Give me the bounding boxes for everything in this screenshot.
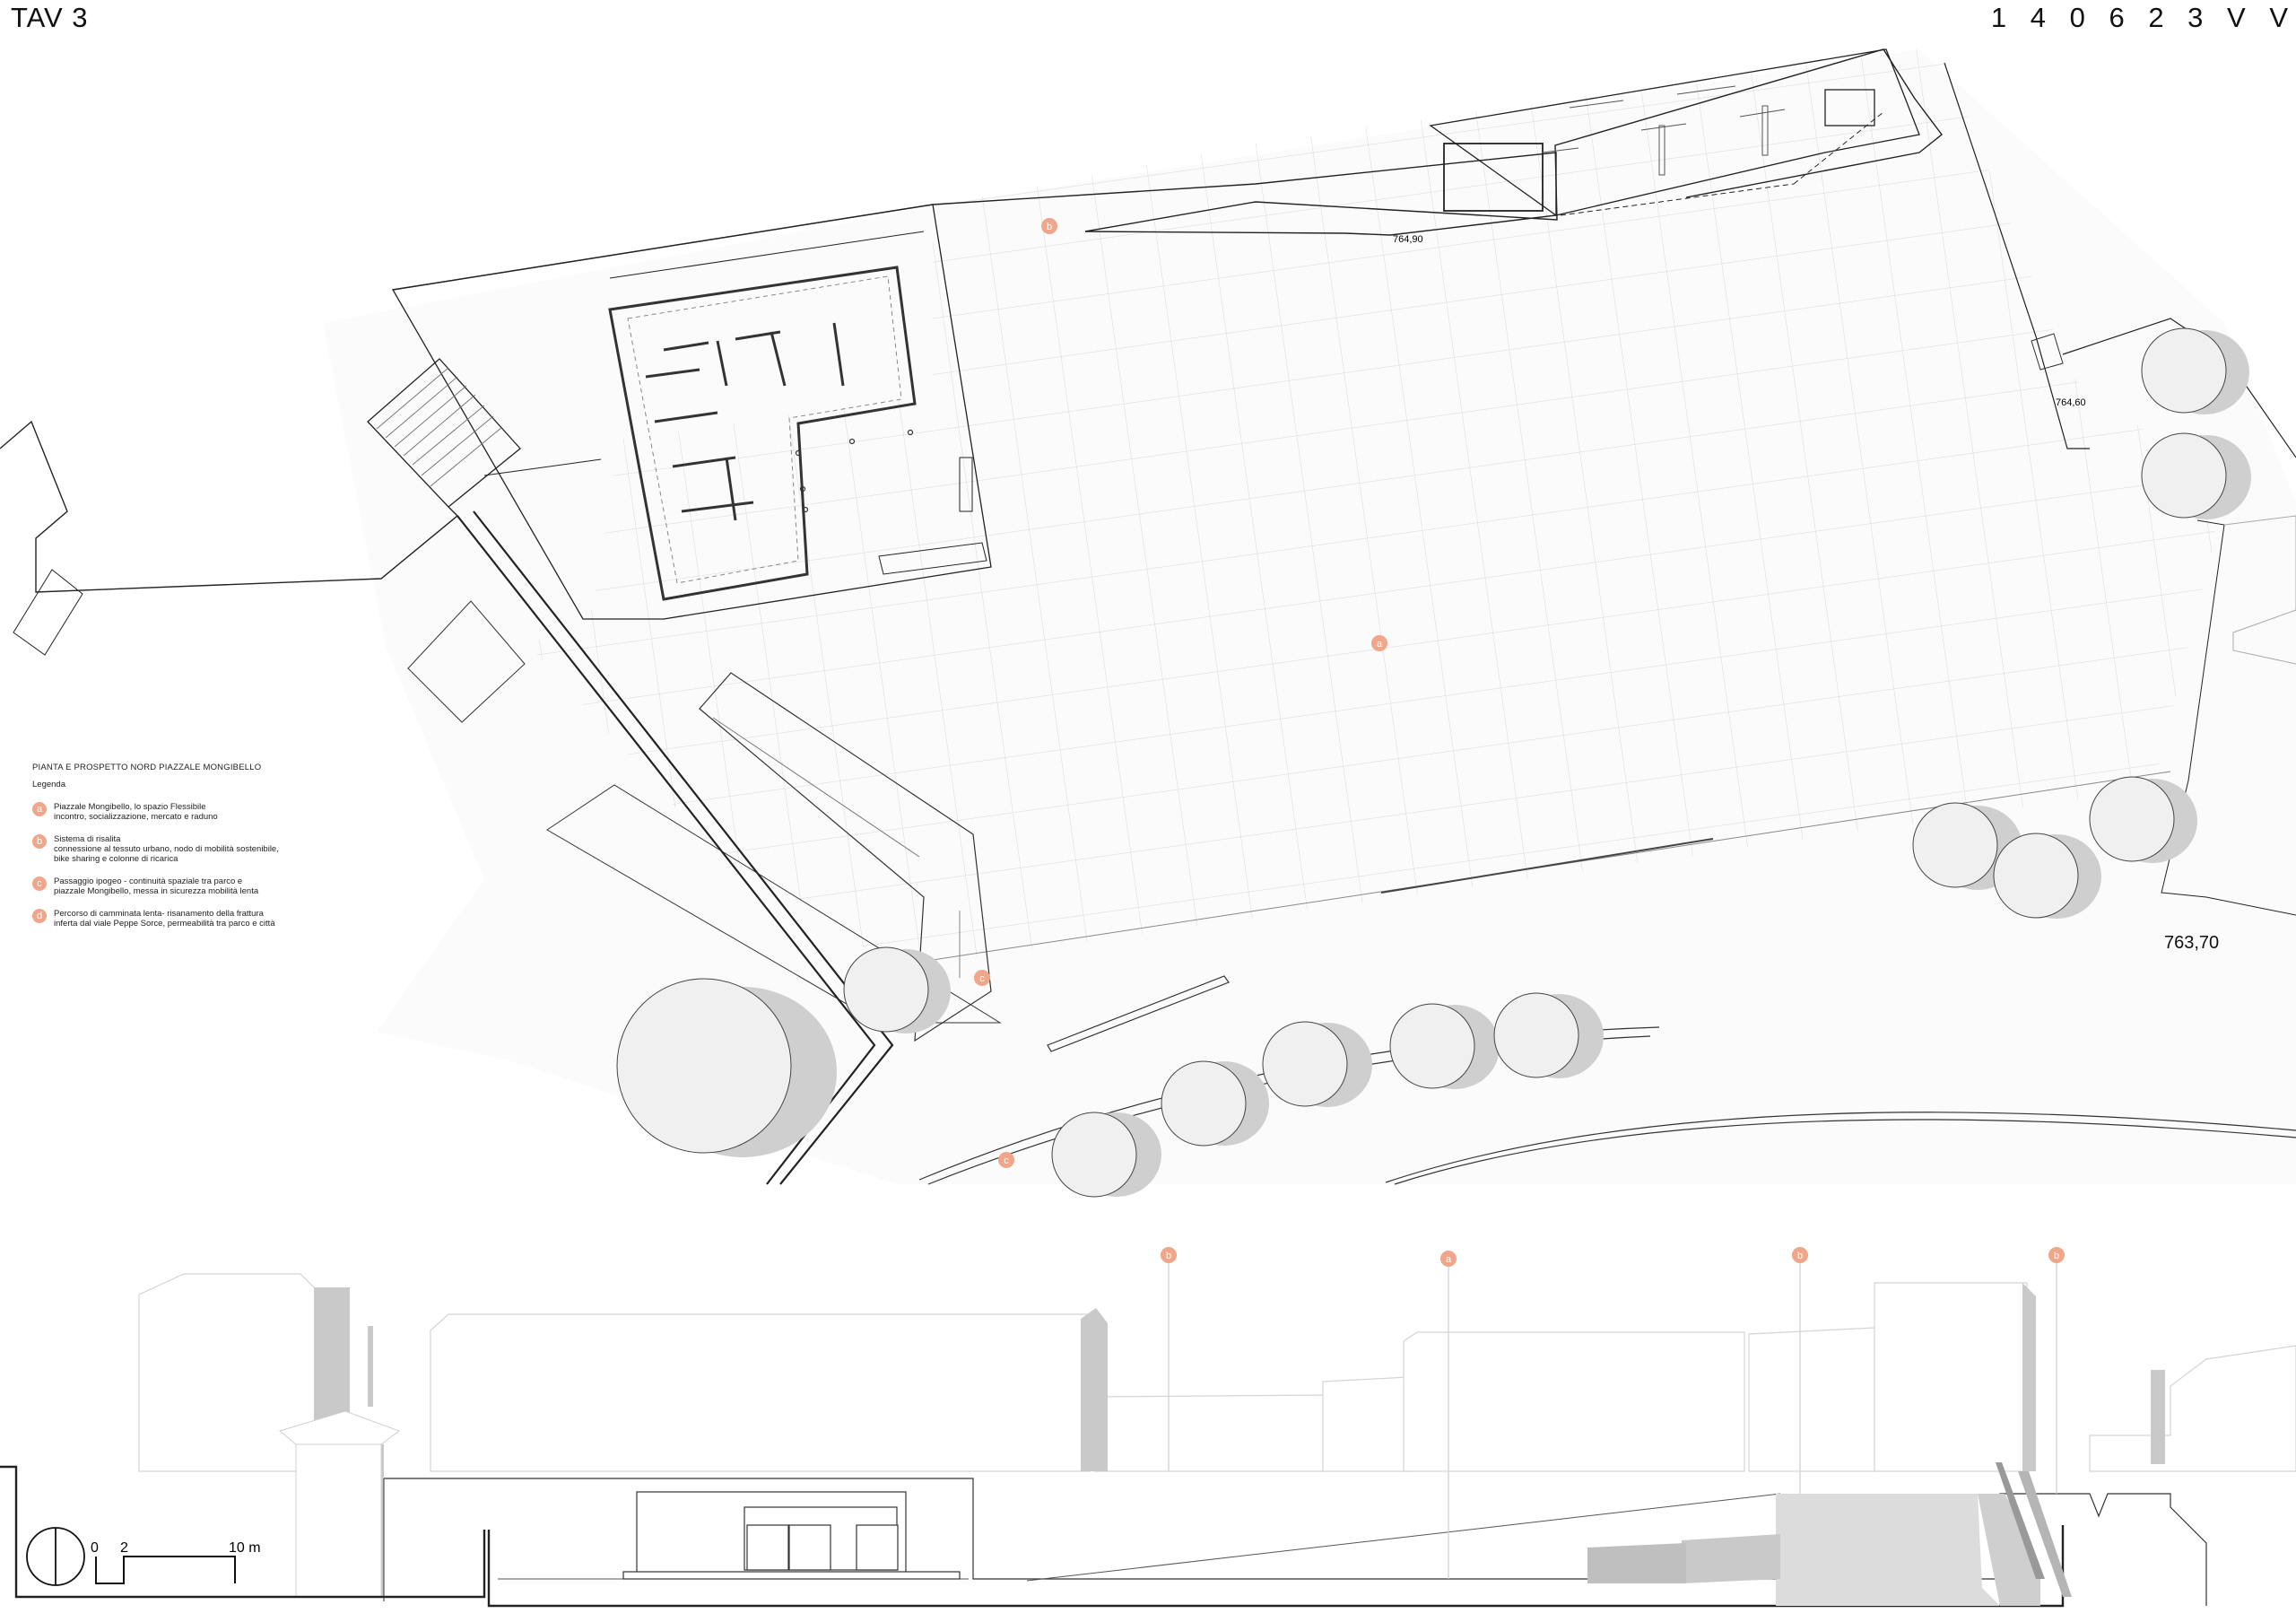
svg-text:c: c: [979, 973, 985, 984]
tree: [2089, 776, 2197, 863]
tree: [1051, 1112, 1161, 1198]
right-stair: [2031, 333, 2064, 371]
station-building: [1587, 1462, 2072, 1606]
scale-label-2: 2: [120, 1540, 128, 1556]
legend-text: bike sharing e colonne di ricarica: [54, 854, 178, 864]
plan-marker-c: c: [974, 970, 990, 986]
legend-text: Passaggio ipogeo - continuità spaziale t…: [54, 876, 243, 886]
trees: [616, 327, 2251, 1198]
terrace-line: [384, 1478, 2207, 1606]
legend-badge: a: [32, 802, 47, 816]
bike-station: [1429, 48, 1920, 216]
legend-text: connessione al tessuto urbano, nodo di m…: [54, 844, 279, 854]
tree: [843, 946, 951, 1033]
tree: [2141, 327, 2249, 414]
legend-text: incontro, socializzazione, mercato e rad…: [54, 812, 218, 822]
tree: [1161, 1060, 1269, 1147]
legend-text: Piazzale Mongibello, lo spazio Flessibil…: [54, 802, 206, 812]
section-marker-a: a: [1440, 1251, 1457, 1267]
north-elevation: b a b b: [0, 1247, 2296, 1608]
tree: [1493, 992, 1604, 1078]
plan-marker-a: a: [1371, 635, 1387, 651]
scale-bar: [95, 1556, 236, 1584]
tree: [1389, 1003, 1500, 1089]
bg-building: [430, 1313, 1091, 1472]
right-building-3: [2223, 515, 2296, 665]
diagonal-road-edge: [457, 510, 894, 1185]
left-square-pavilion: [407, 600, 526, 723]
elevation-764-90: 764,90: [1393, 234, 1423, 245]
section-marker-b: b: [1161, 1247, 1177, 1263]
legend-item-d: d Percorso di camminata lenta- risanamen…: [32, 909, 319, 929]
plan-marker-c-2: c: [998, 1152, 1014, 1168]
stair-block: [367, 358, 521, 508]
legend-title: PIANTA E PROSPETTO NORD PIAZZALE MONGIBE…: [32, 763, 262, 772]
plaza-edge-south-2: [1380, 838, 1714, 894]
section-marker-b-3: b: [2048, 1247, 2065, 1263]
legend-badge: b: [32, 834, 47, 849]
svg-text:b: b: [1047, 222, 1052, 232]
legend: PIANTA E PROSPETTO NORD PIAZZALE MONGIBE…: [32, 763, 319, 941]
angled-building: [546, 784, 1002, 1024]
tree: [1993, 833, 2101, 919]
tree: [1262, 1021, 1372, 1107]
bg-building: [1874, 1282, 2028, 1472]
legend-text: Sistema di risalita: [54, 834, 121, 844]
scale-label-10: 10 m: [229, 1540, 261, 1556]
scale-label-0: 0: [91, 1540, 99, 1556]
section-marker-b-2: b: [1792, 1247, 1808, 1263]
project-code: 1 4 0 6 2 3 V V: [1990, 2, 2296, 33]
tree: [616, 978, 837, 1157]
elevation-764-60: 764,60: [2056, 397, 2086, 408]
legend-item-a: a Piazzale Mongibello, lo spazio Flessib…: [32, 802, 319, 822]
section-marker-lines: [1168, 1263, 2057, 1579]
ramp-wedge: [699, 672, 992, 1042]
central-building: [622, 1491, 961, 1580]
legend-badge: c: [32, 876, 47, 891]
facade-shadow: [2151, 1370, 2165, 1464]
plan-marker-b: b: [1041, 218, 1057, 234]
facade-shadow: [1081, 1308, 1108, 1471]
small-house: [278, 1410, 401, 1445]
bg-building: [138, 1273, 319, 1472]
ramp-inner: [712, 717, 920, 858]
tree: [2141, 432, 2251, 519]
legend-text: Percorso di camminata lenta- risanamento…: [54, 909, 264, 919]
section-ground: [0, 1465, 2065, 1608]
legend-text: piazzale Mongibello, messa in sicurezza …: [54, 886, 259, 896]
legend-item-c: c Passaggio ipogeo - continuità spaziale…: [32, 876, 319, 896]
bg-building: [1093, 1394, 1328, 1472]
svg-text:a: a: [1446, 1254, 1452, 1265]
bg-building: [1748, 1327, 1875, 1472]
legend-item-b: b Sistema di risalita connessione al tes…: [32, 834, 319, 864]
existing-building: [391, 204, 992, 620]
bg-building: [1403, 1331, 1745, 1472]
legend-text: inferta dal viale Peppe Sorce, permeabil…: [54, 919, 275, 929]
svg-text:b: b: [2054, 1251, 2059, 1261]
elevation-763-70: 763,70: [2164, 933, 2219, 953]
bg-building: [1322, 1376, 1409, 1472]
svg-text:b: b: [1797, 1251, 1803, 1261]
facade-shadow: [368, 1326, 373, 1407]
facade-shadow: [2022, 1283, 2036, 1471]
small-house-body: [295, 1443, 382, 1598]
left-annex: [13, 569, 83, 656]
left-building-outline: [0, 420, 459, 593]
legend-badge: d: [32, 909, 47, 923]
legend-subtitle: Legenda: [32, 780, 65, 789]
svg-text:b: b: [1166, 1251, 1171, 1261]
sheet-title: TAV 3: [11, 2, 89, 33]
plaza-outline-east: [1944, 62, 2090, 449]
svg-text:c: c: [1004, 1155, 1009, 1166]
bg-building: [2089, 1345, 2296, 1472]
ramp-line: [1026, 1493, 1781, 1582]
svg-text:a: a: [1377, 639, 1383, 650]
north-arrow-icon: [26, 1527, 85, 1586]
